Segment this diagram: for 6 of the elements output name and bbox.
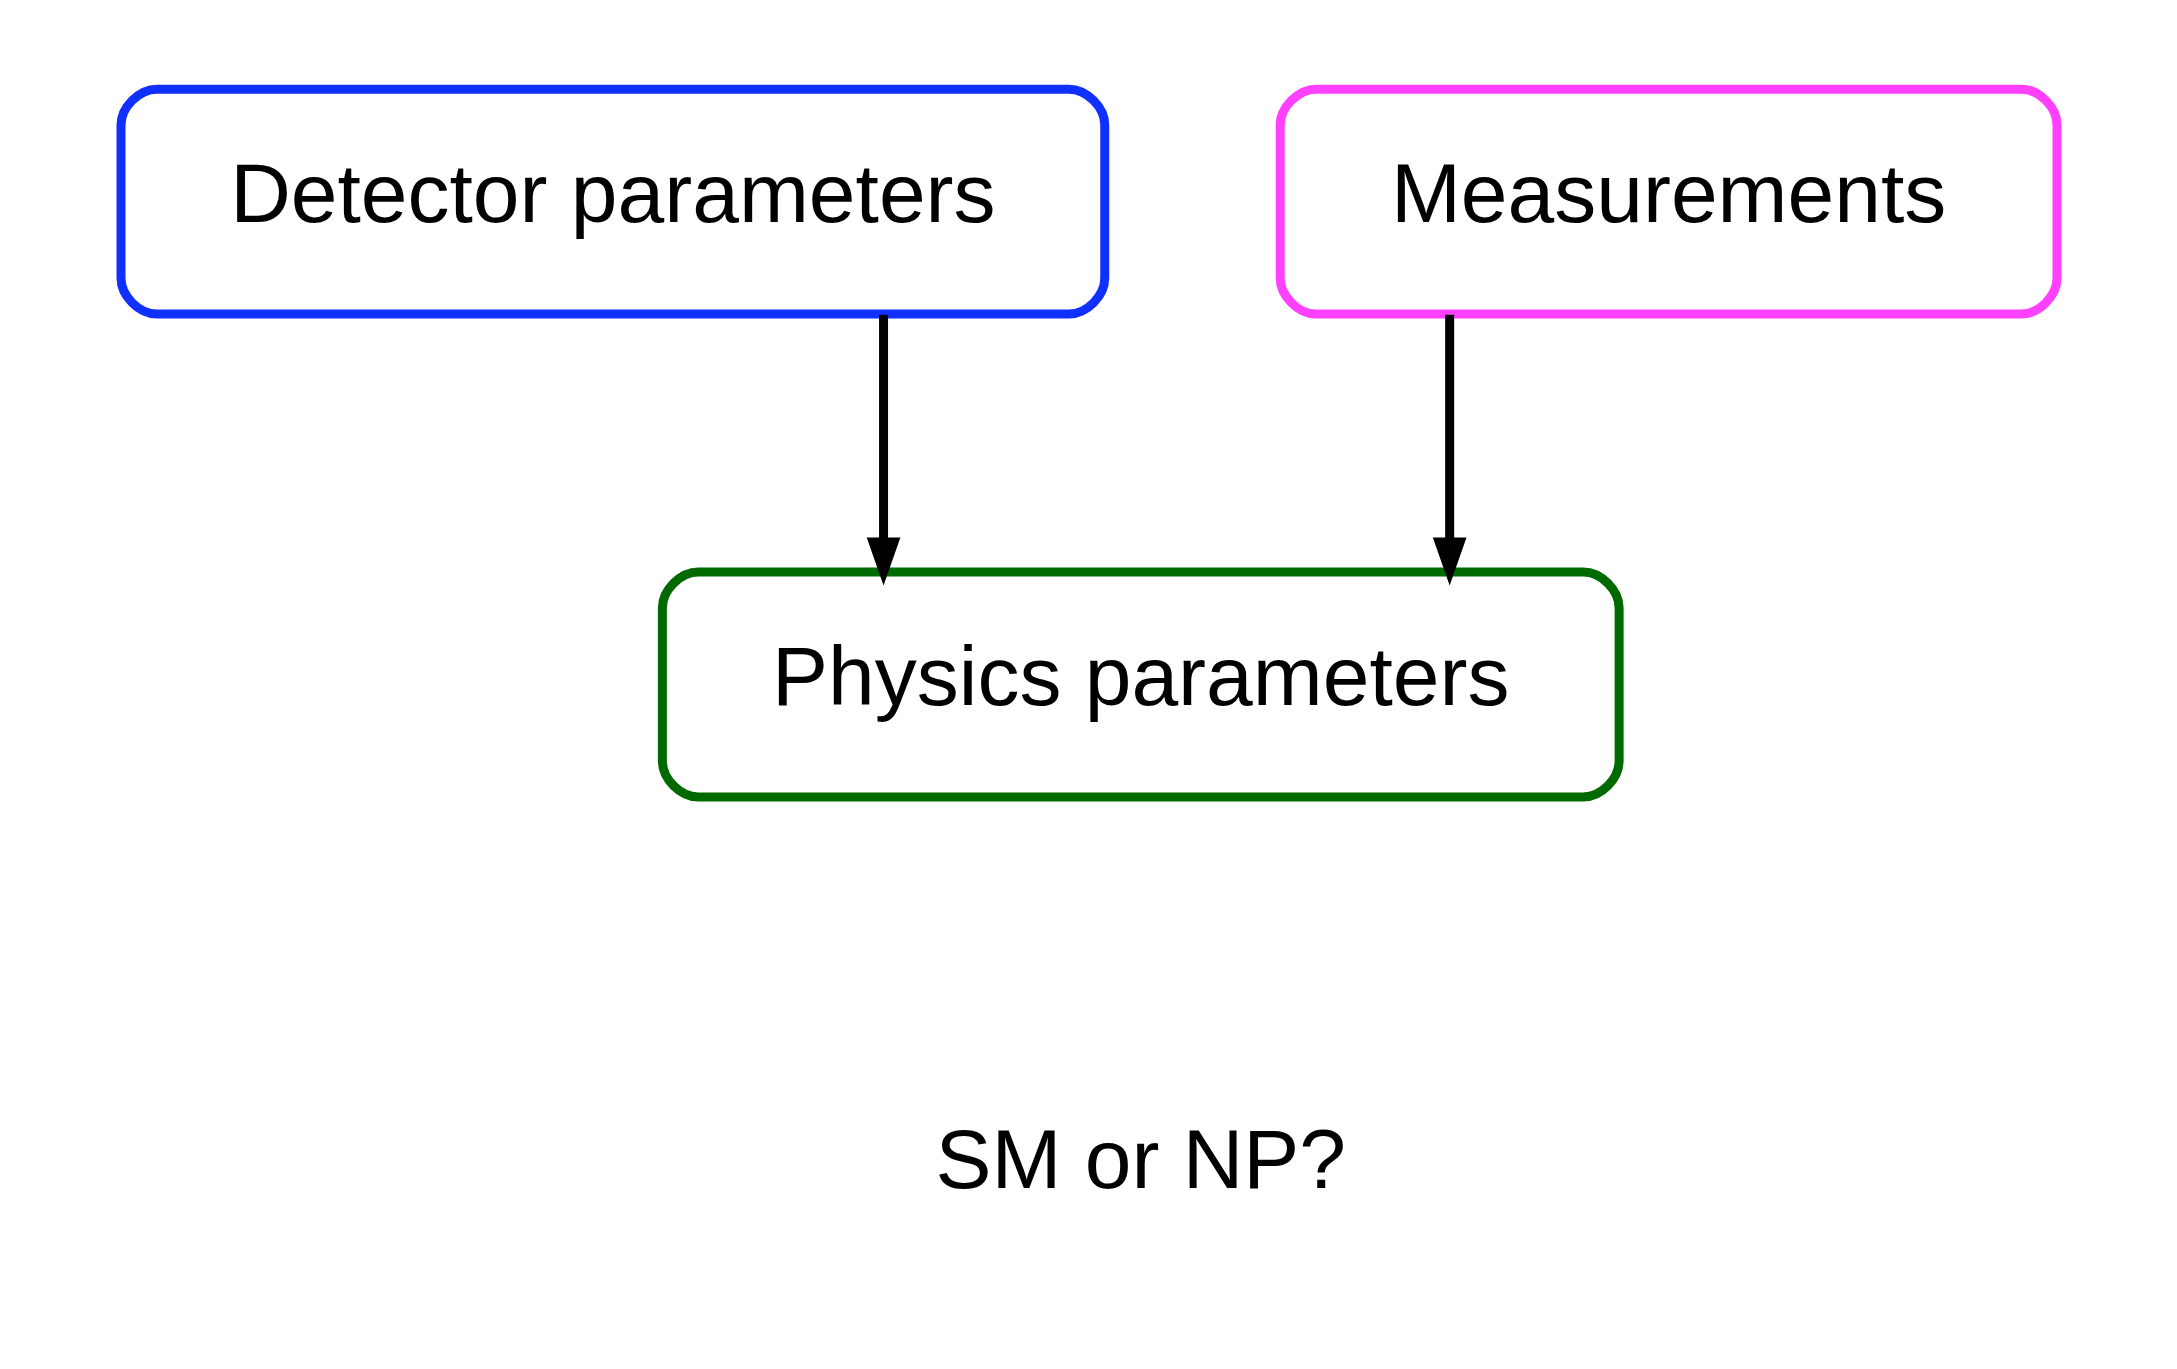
label: SM or NP? — [934, 1112, 1346, 1207]
node-box: Detector parameters — [116, 84, 1109, 319]
node-box: Physics parameters — [657, 567, 1624, 802]
arrow — [1432, 314, 1466, 586]
arrow — [866, 314, 900, 586]
node-box: Measurements — [1275, 84, 2061, 319]
